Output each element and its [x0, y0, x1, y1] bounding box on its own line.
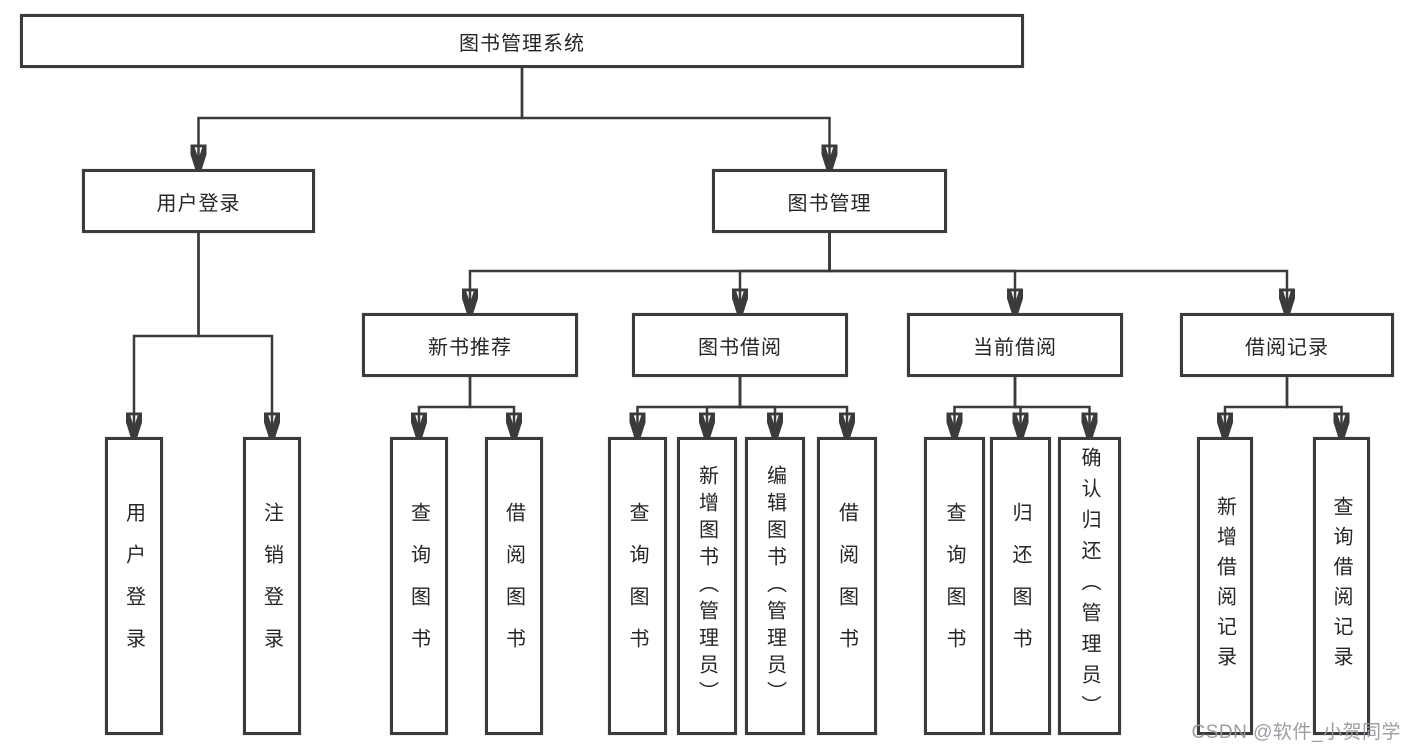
node-leaf-borrow-book-2: 借阅图书: [817, 437, 877, 735]
node-label: 查询图书: [626, 502, 648, 670]
edge-user-login--leaf-logout: [197, 233, 273, 436]
node-leaf-query-book-1: 查询图书: [390, 437, 448, 735]
node-leaf-add-borrow-rec: 新增借阅记录: [1197, 437, 1253, 735]
node-leaf-return-book: 归还图书: [990, 437, 1051, 735]
node-label: 图书借阅: [698, 336, 782, 359]
edge-borrow-record--leaf-query-borrow-rec: [1285, 377, 1342, 436]
node-leaf-query-borrow-rec: 查询借阅记录: [1313, 437, 1370, 735]
edge-book-mgmt--borrow-record: [828, 233, 1288, 312]
edge-book-mgmt--current-borrow: [828, 233, 1016, 312]
node-leaf-query-book-2: 查询图书: [608, 437, 667, 735]
edge-borrow-record--leaf-add-borrow-rec: [1225, 377, 1289, 436]
edge-book-mgmt--book-borrow: [740, 233, 831, 312]
node-label: 新增图书（管理员）: [695, 464, 718, 708]
edge-root--user-login: [199, 68, 524, 168]
node-new-book-rec: 新书推荐: [362, 313, 578, 377]
node-root: 图书管理系统: [20, 14, 1024, 68]
node-label: 新增借阅记录: [1213, 496, 1236, 676]
node-label: 借阅图书: [502, 502, 525, 670]
node-leaf-edit-book: 编辑图书（管理员）: [745, 437, 805, 735]
node-label: 确认归还（管理员）: [1078, 446, 1100, 726]
node-label: 当前借阅: [973, 336, 1057, 359]
node-label: 用户登录: [122, 502, 145, 670]
node-book-borrow: 图书借阅: [632, 313, 848, 377]
csdn-watermark: CSDN @软件_小贺同学: [1191, 722, 1401, 743]
node-label: 查询借阅记录: [1330, 496, 1352, 676]
node-leaf-add-book: 新增图书（管理员）: [677, 437, 737, 735]
edge-book-borrow--leaf-add-book: [707, 377, 742, 436]
node-leaf-user-login: 用户登录: [105, 437, 163, 735]
node-leaf-confirm-return: 确认归还（管理员）: [1058, 437, 1121, 735]
node-label: 查询图书: [407, 502, 430, 670]
edge-user-login--leaf-user-login: [134, 233, 200, 436]
edge-new-book-rec--leaf-borrow-book-1: [468, 377, 514, 436]
node-label: 编辑图书（管理员）: [763, 464, 786, 708]
node-current-borrow: 当前借阅: [907, 313, 1123, 377]
node-leaf-query-book-3: 查询图书: [924, 437, 985, 735]
node-label: 借阅图书: [835, 502, 858, 670]
node-label: 注销登录: [260, 502, 283, 670]
edge-current-borrow--leaf-confirm-return: [1013, 377, 1090, 436]
edge-new-book-rec--leaf-query-book-1: [419, 377, 472, 436]
node-user-login: 用户登录: [82, 169, 315, 233]
node-label: 新书推荐: [428, 336, 512, 359]
node-label: 归还图书: [1009, 502, 1031, 670]
node-label: 用户登录: [156, 192, 241, 215]
edge-book-borrow--leaf-borrow-book-2: [738, 377, 847, 436]
edge-book-mgmt--new-book-rec: [470, 233, 831, 312]
node-leaf-logout: 注销登录: [243, 437, 301, 735]
node-leaf-borrow-book-1: 借阅图书: [485, 437, 543, 735]
node-borrow-record: 借阅记录: [1180, 313, 1394, 377]
edge-root--book-mgmt: [520, 68, 830, 168]
node-label: 查询图书: [943, 502, 965, 670]
node-label: 图书管理系统: [459, 32, 585, 55]
node-label: 借阅记录: [1245, 336, 1329, 359]
node-book-mgmt: 图书管理: [712, 169, 947, 233]
edge-current-borrow--leaf-query-book-3: [955, 377, 1017, 436]
node-label: 图书管理: [787, 192, 872, 215]
